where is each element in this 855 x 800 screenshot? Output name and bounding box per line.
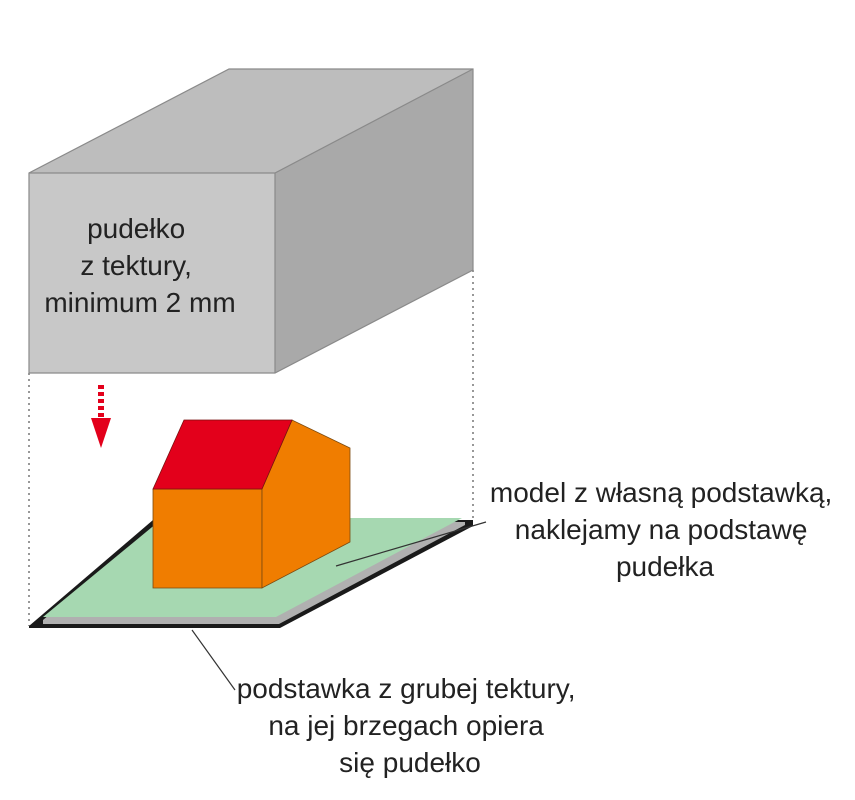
base-label-line-3: się pudełko <box>339 747 481 778</box>
house-front-wall <box>152 488 263 589</box>
arrow-head <box>91 418 111 448</box>
box-label-line-2: z tektury, <box>80 250 192 281</box>
leader-lines <box>191 521 487 691</box>
base-label-line-2: na jej brzegach opiera <box>268 710 544 741</box>
box-top-face <box>29 69 473 173</box>
model-label-line-2: naklejamy na podstawę <box>515 514 808 545</box>
model-label: model z własną podstawką, naklejamy na p… <box>490 477 840 582</box>
model-label-line-1: model z własną podstawką, <box>490 477 832 508</box>
box-front-face <box>29 173 275 373</box>
box-label-line-3: minimum 2 mm <box>44 287 235 318</box>
box-side-face <box>275 69 473 373</box>
model-leader-line <box>335 521 487 567</box>
base-label: podstawka z grubej tektury, na jej brzeg… <box>237 673 584 778</box>
cardboard-box: pudełko z tektury, minimum 2 mm <box>28 68 474 374</box>
base-leader-line <box>191 629 236 691</box>
guide-lines <box>28 270 474 626</box>
house-model <box>152 419 351 589</box>
down-arrow-icon <box>91 385 111 448</box>
base-label-line-1: podstawka z grubej tektury, <box>237 673 576 704</box>
box-label: pudełko z tektury, minimum 2 mm <box>44 213 235 318</box>
box-label-line-1: pudełko <box>87 213 185 244</box>
house-roof-front <box>152 419 293 490</box>
model-label-line-3: pudełka <box>616 551 715 582</box>
